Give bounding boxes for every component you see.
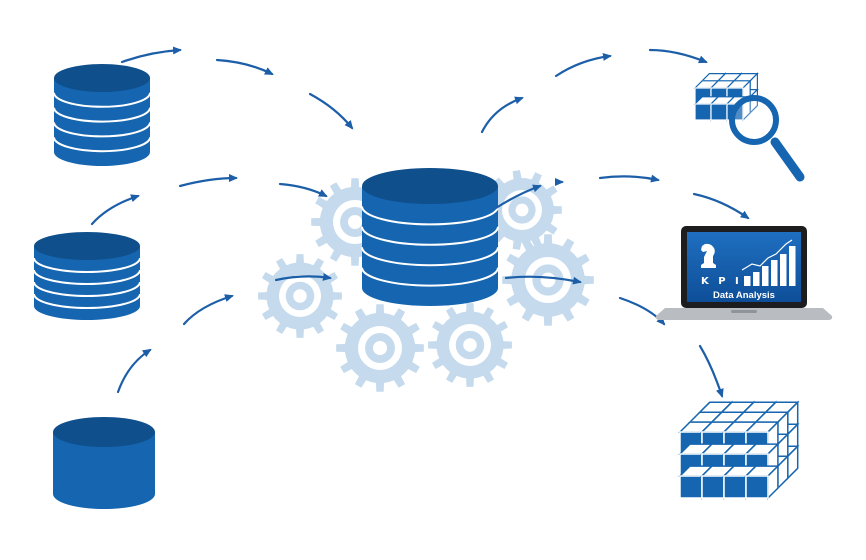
flow-arrow bbox=[698, 344, 724, 398]
trend-line bbox=[741, 239, 793, 271]
flow-arrow bbox=[554, 52, 612, 78]
flow-arrow bbox=[480, 96, 524, 134]
cube-search-icon bbox=[693, 72, 805, 182]
flow-arrow bbox=[692, 192, 750, 220]
flow-arrow bbox=[182, 294, 234, 326]
flow-arrow bbox=[274, 272, 332, 282]
flow-arrow bbox=[504, 275, 582, 285]
flow-arrow bbox=[178, 174, 238, 188]
data-cube-icon bbox=[678, 400, 800, 500]
source-database-1 bbox=[53, 64, 151, 166]
flow-arrow bbox=[116, 348, 152, 394]
flow-arrow bbox=[618, 296, 666, 326]
source-database-3 bbox=[53, 417, 155, 509]
flow-arrow bbox=[648, 48, 708, 64]
flow-arrow bbox=[120, 46, 182, 64]
gear-icon bbox=[336, 304, 424, 392]
central-database bbox=[361, 168, 499, 306]
flow-arrow bbox=[90, 194, 140, 226]
flow-arrow bbox=[494, 184, 542, 210]
source-database-2 bbox=[33, 232, 141, 320]
flow-arrow bbox=[598, 174, 660, 183]
chess-knight-icon bbox=[701, 243, 716, 268]
gear-icon bbox=[502, 234, 594, 326]
gear-icon bbox=[258, 254, 342, 338]
flow-arrow bbox=[215, 58, 274, 76]
flow-arrows bbox=[90, 46, 750, 398]
bar-chart-icon bbox=[744, 246, 796, 286]
magnifier-icon bbox=[729, 95, 805, 182]
flow-arrow bbox=[308, 92, 354, 130]
laptop-analytics-icon: K P I Data Analysis bbox=[655, 226, 833, 320]
gear-icon bbox=[428, 303, 512, 387]
gear-icon bbox=[482, 170, 562, 250]
laptop-base bbox=[655, 308, 833, 320]
gears-background bbox=[258, 170, 594, 392]
data-analysis-caption: Data Analysis bbox=[713, 290, 775, 301]
flow-arrow bbox=[278, 182, 328, 198]
kpi-label: K P I bbox=[701, 276, 742, 287]
